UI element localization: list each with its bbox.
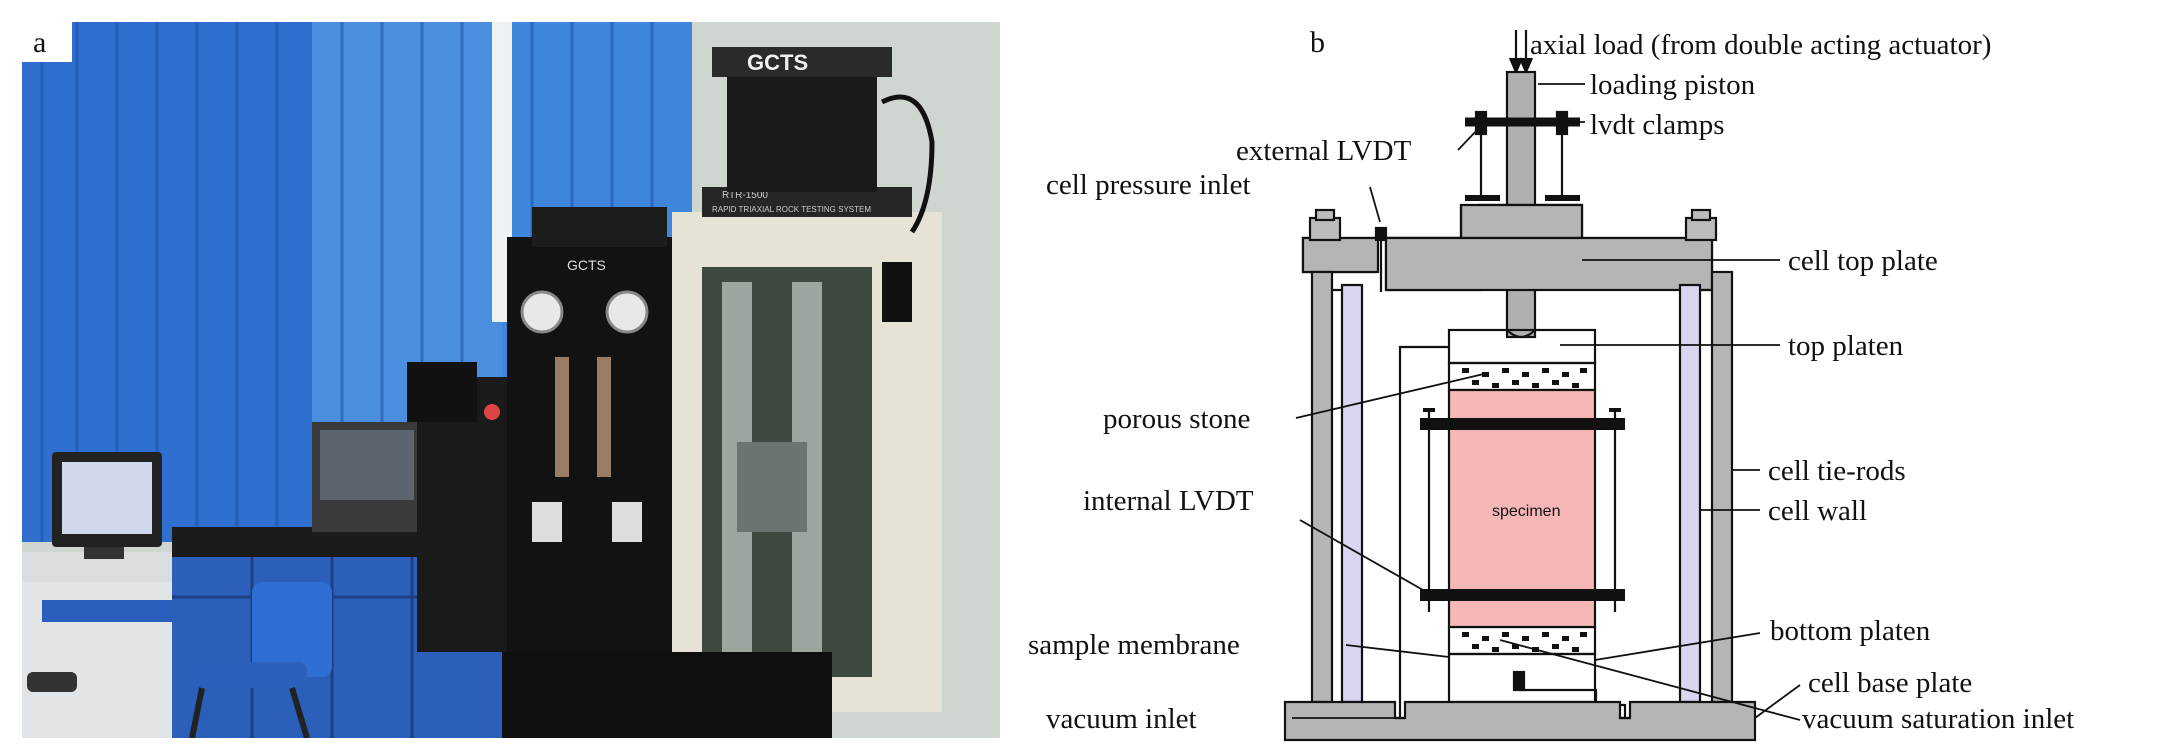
- label-cell-pressure-inlet: cell pressure inlet: [1046, 169, 1251, 201]
- external-lvdt: [1465, 110, 1580, 201]
- label-cell-tie-rods: cell tie-rods: [1768, 455, 1906, 487]
- label-cell-base-plate: cell base plate: [1808, 667, 1972, 699]
- internal-lvdt: [1420, 408, 1625, 612]
- cell-tie-rod-left: [1310, 270, 1334, 704]
- label-external-lvdt: external LVDT: [1236, 135, 1412, 167]
- triaxial-cell-diagram: axial load (from double acting actuator)…: [1028, 29, 2074, 742]
- label-cell-wall: cell wall: [1768, 495, 1867, 527]
- cell-base-plate: [1283, 700, 1757, 742]
- label-sample-membrane: sample membrane: [1028, 629, 1240, 661]
- cell-wall-left: [1340, 283, 1364, 704]
- computer-desk: [22, 452, 222, 738]
- label-loading-piston: loading piston: [1590, 69, 1756, 101]
- axial-load-arrows: [1508, 30, 1534, 75]
- vacuum-line: [1398, 345, 1449, 718]
- label-cell-top-plate: cell top plate: [1788, 245, 1938, 277]
- label-lvdt-clamps: lvdt clamps: [1590, 109, 1725, 141]
- label-vacuum-inlet: vacuum inlet: [1046, 703, 1197, 735]
- leader-lines: [1292, 83, 1801, 721]
- control-console: [407, 362, 512, 652]
- porous-dots: [1462, 368, 1587, 652]
- cell-wall-right: [1678, 283, 1702, 704]
- lab-photo: GCTS RTR-1500 RAPID TRIAXIAL ROCK TESTIN…: [22, 22, 1000, 738]
- label-vacuum-saturation-inlet: vacuum saturation inlet: [1802, 703, 2074, 735]
- label-specimen: specimen: [1492, 503, 1560, 520]
- cell-pressure-inlet: [1374, 226, 1388, 242]
- label-top-platen: top platen: [1788, 330, 1904, 362]
- system-plate-model: RTR-1500: [722, 190, 768, 201]
- label-axial-load: axial load (from double acting actuator): [1530, 29, 1991, 61]
- label-porous-stone: porous stone: [1103, 403, 1250, 435]
- label-bottom-platen: bottom platen: [1770, 615, 1931, 647]
- cabinet-badge: GCTS: [567, 257, 606, 273]
- system-plate-name: RAPID TRIAXIAL ROCK TESTING SYSTEM: [712, 205, 871, 214]
- actuator-badge: GCTS: [747, 50, 808, 75]
- label-internal-lvdt: internal LVDT: [1083, 485, 1254, 517]
- load-frame: RTR-1500 RAPID TRIAXIAL ROCK TESTING SYS…: [672, 47, 942, 712]
- blue-chair: [187, 582, 332, 738]
- diagram-labels: axial load (from double acting actuator)…: [1028, 29, 2074, 735]
